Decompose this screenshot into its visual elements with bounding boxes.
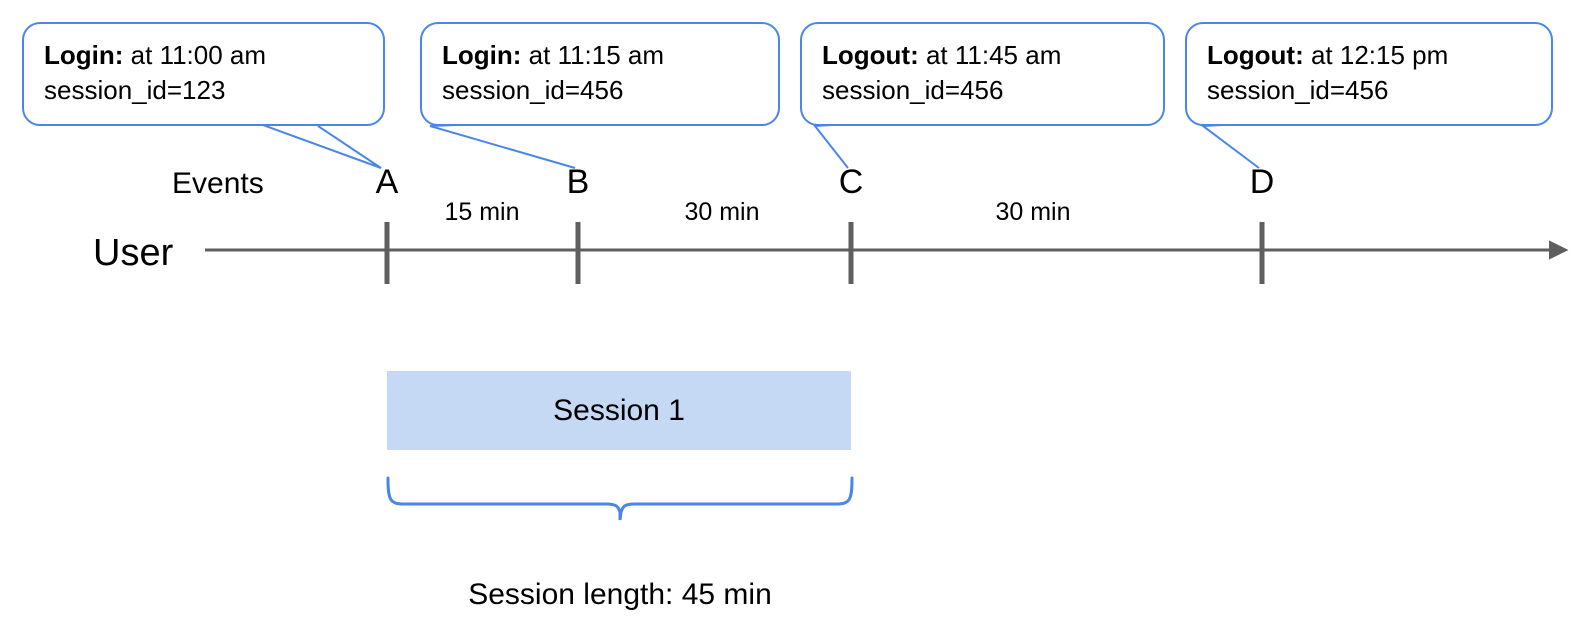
interval-label-cd: 30 min [995,198,1071,226]
callout-line-event: Login: at 11:15 am [442,38,758,73]
callout-box-b[interactable]: Login: at 11:15 am session_id=456 [420,22,780,126]
callout-event-type: Login: [442,40,522,70]
callout-event-time: at 11:15 am [528,40,665,70]
callout-box-c[interactable]: Logout: at 11:45 am session_id=456 [800,22,1165,126]
tick-label-b: B [566,163,590,201]
interval-label-bc: 30 min [684,198,760,226]
callout-session-id: session_id=456 [1207,74,1389,105]
user-row-label: User [93,232,174,274]
callout-event-time: at 12:15 pm [1310,40,1449,70]
callout-line-event: Logout: at 11:45 am [822,38,1143,73]
tick-label-d: D [1249,163,1275,201]
callout-event-type: Logout: [1207,40,1304,70]
callout-event-type: Login: [44,40,124,70]
callout-event-type: Logout: [822,40,919,70]
callout-session-id: session_id=456 [822,74,1004,105]
session-length-brace [386,476,854,521]
callout-event-time: at 11:45 am [925,40,1062,70]
callout-box-d[interactable]: Logout: at 12:15 pm session_id=456 [1185,22,1553,126]
interval-label-ab: 15 min [444,198,520,226]
callout-line-event: Login: at 11:00 am [44,38,363,73]
callout-line-event: Logout: at 12:15 pm [1207,38,1531,73]
events-row-label: Events [172,167,264,200]
tick-label-c: C [838,163,864,201]
session-bar-label: Session 1 [553,393,685,427]
tick-label-a: A [375,163,399,201]
callout-session-id: session_id=456 [442,74,624,105]
callout-event-time: at 11:00 am [130,40,267,70]
session-length-caption: Session length: 45 min [468,578,772,611]
callout-session-id: session_id=123 [44,74,226,105]
session-bar-1[interactable]: Session 1 [387,371,851,450]
callout-box-a[interactable]: Login: at 11:00 am session_id=123 [22,22,385,126]
